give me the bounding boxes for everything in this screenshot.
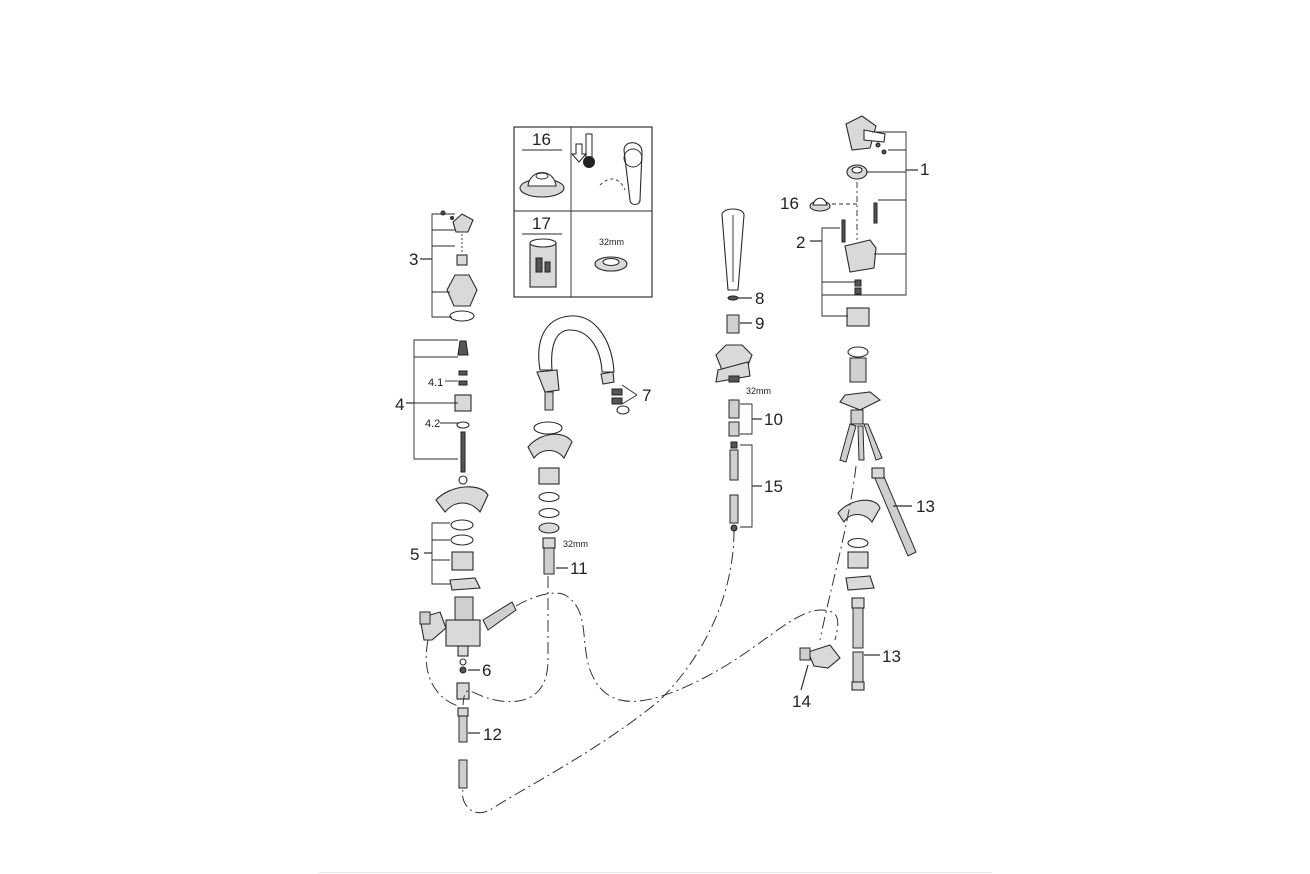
callout-7: 7 <box>642 386 651 405</box>
callout-10: 10 <box>764 410 783 429</box>
cartridge-icon <box>529 238 557 288</box>
callout-3: 3 <box>409 250 418 269</box>
callout-13-upper: 13 <box>916 497 935 516</box>
callout-15: 15 <box>764 477 783 496</box>
callout-9: 9 <box>755 314 764 333</box>
callout-16: 16 <box>780 194 799 213</box>
handshower-nut-size: 32mm <box>746 386 771 396</box>
inset-panel: 16 17 32mm <box>513 126 653 298</box>
callout-8: 8 <box>755 289 764 308</box>
left-valve-assembly <box>406 210 517 789</box>
callout-4-1: 4.1 <box>428 377 443 389</box>
callout-1: 1 <box>920 160 929 179</box>
spout-nut-size: 32mm <box>563 539 588 549</box>
callout-6: 6 <box>482 661 491 680</box>
limiter-part-icon <box>809 197 831 212</box>
callout-2: 2 <box>796 233 805 252</box>
bottom-divider <box>318 872 992 873</box>
temperature-limiter-icon <box>519 171 565 198</box>
hose-routing-lines <box>425 465 857 813</box>
callout-12: 12 <box>483 725 502 744</box>
callout-11: 11 <box>570 559 588 578</box>
wrench-size-label: 32mm <box>599 237 624 247</box>
callout-labels: 1 2 3 4 4.1 4.2 5 6 7 8 9 10 11 12 13 13… <box>395 160 935 744</box>
right-valve-assembly <box>799 115 918 691</box>
inset-17-label: 17 <box>532 214 551 233</box>
handshower-assembly <box>715 208 762 532</box>
lever-handle-icon <box>599 142 643 206</box>
spout-assembly <box>527 315 638 575</box>
callout-4: 4 <box>395 395 404 414</box>
callout-13-lower: 13 <box>882 647 901 666</box>
callout-4-2: 4.2 <box>425 418 440 430</box>
inset-16-label: 16 <box>532 130 551 149</box>
callout-5: 5 <box>410 545 419 564</box>
callout-14: 14 <box>792 692 811 711</box>
thermometer-icon <box>570 133 595 168</box>
nut-icon <box>594 256 628 272</box>
